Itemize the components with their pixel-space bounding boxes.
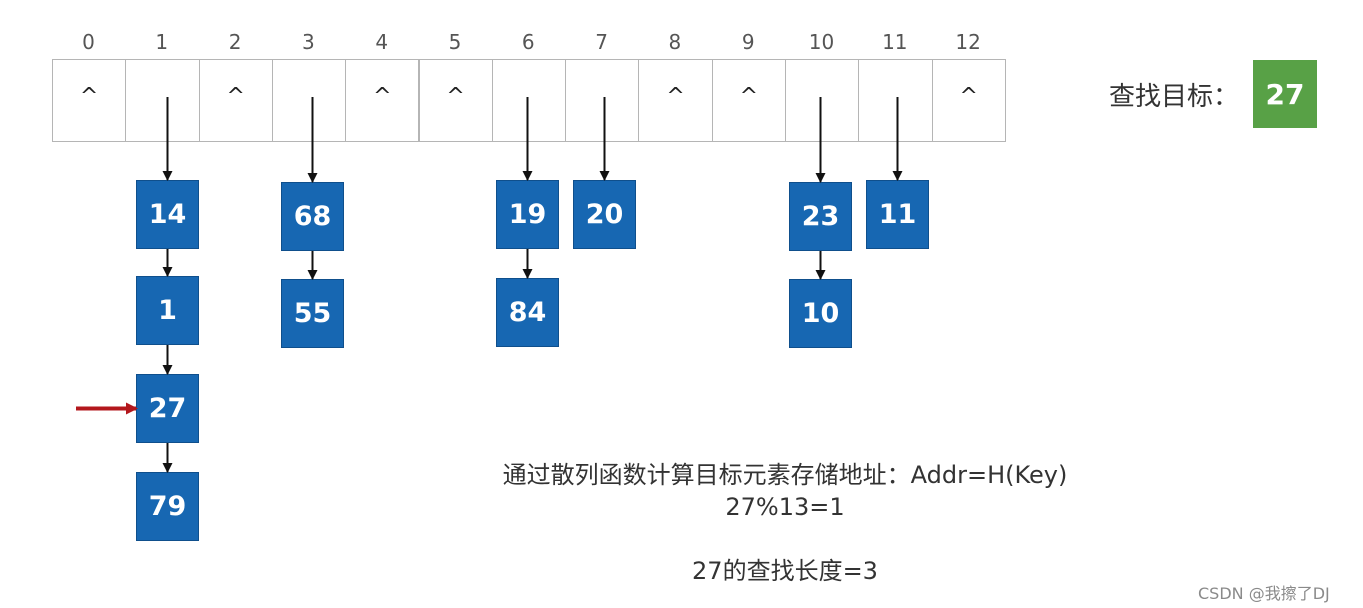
chain-node-84: 84 — [496, 278, 559, 347]
index-label-4: 4 — [375, 30, 389, 54]
null-pointer-marker: ^ — [373, 84, 392, 109]
search-length-text: 27的查找长度=3 — [692, 557, 878, 585]
null-pointer-marker: ^ — [226, 84, 245, 109]
index-label-10: 10 — [808, 30, 835, 54]
index-label-1: 1 — [155, 30, 169, 54]
bucket-cell-10 — [785, 59, 860, 142]
bucket-cell-11 — [858, 59, 933, 142]
watermark: CSDN @我擦了DJ — [1198, 584, 1330, 603]
chain-node-14: 14 — [136, 180, 199, 249]
search-target-value: 27 — [1253, 60, 1317, 128]
bucket-cell-9: ^ — [711, 59, 786, 142]
bucket-cell-8: ^ — [638, 59, 713, 142]
chain-node-23: 23 — [789, 182, 852, 251]
chain-node-79: 79 — [136, 472, 199, 541]
hash-computation-text: 27%13=1 — [725, 493, 845, 521]
chain-node-11: 11 — [866, 180, 929, 249]
hash-function-text: 通过散列函数计算目标元素存储地址：Addr=H(Key) — [502, 461, 1068, 489]
search-target-label: 查找目标： — [1109, 82, 1240, 112]
chain-node-20: 20 — [573, 180, 636, 249]
index-label-11: 11 — [882, 30, 908, 54]
index-label-2: 2 — [228, 30, 242, 54]
bucket-cell-7 — [565, 59, 640, 142]
null-pointer-marker: ^ — [666, 84, 685, 109]
null-pointer-marker: ^ — [79, 84, 99, 109]
bucket-cell-1 — [125, 59, 200, 142]
bucket-cell-3 — [271, 59, 347, 142]
index-label-0: 0 — [82, 30, 95, 54]
bucket-cell-5: ^ — [418, 59, 493, 142]
index-label-5: 5 — [448, 30, 462, 54]
chain-node-1: 1 — [136, 276, 199, 345]
chain-node-55: 55 — [281, 279, 344, 348]
bucket-cell-12: ^ — [931, 59, 1006, 142]
null-pointer-marker: ^ — [959, 84, 978, 109]
chain-node-68: 68 — [281, 182, 344, 251]
chain-node-27: 27 — [136, 374, 199, 443]
index-label-3: 3 — [302, 30, 315, 54]
null-pointer-marker: ^ — [739, 84, 759, 109]
index-label-8: 8 — [668, 30, 682, 54]
null-pointer-marker: ^ — [446, 84, 465, 109]
bucket-cell-4: ^ — [345, 59, 420, 142]
index-label-7: 7 — [595, 30, 608, 54]
index-label-6: 6 — [521, 30, 535, 54]
index-label-12: 12 — [955, 30, 981, 54]
bucket-cell-2: ^ — [198, 59, 273, 142]
chain-node-10: 10 — [789, 279, 852, 348]
bucket-cell-6 — [491, 59, 567, 142]
bucket-cell-0: ^ — [52, 59, 127, 142]
index-label-9: 9 — [741, 30, 755, 54]
chain-node-19: 19 — [496, 180, 559, 249]
